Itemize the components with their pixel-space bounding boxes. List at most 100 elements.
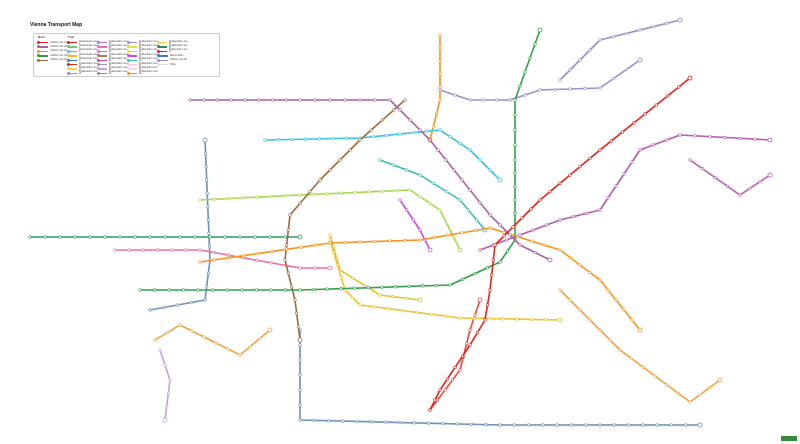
station-marker[interactable]: [713, 175, 717, 180]
station-marker[interactable]: [290, 137, 294, 142]
station-marker[interactable]: [226, 347, 230, 351]
station-marker[interactable]: [505, 249, 510, 253]
station-marker[interactable]: [458, 141, 462, 145]
station-marker[interactable]: [460, 354, 465, 358]
station-marker[interactable]: [388, 98, 392, 102]
station-marker[interactable]: [394, 189, 398, 193]
station-marker[interactable]: [483, 318, 487, 322]
station-marker[interactable]: [498, 423, 502, 427]
station-marker[interactable]: [212, 258, 217, 262]
station-marker[interactable]: [73, 235, 77, 239]
station-marker[interactable]: [148, 308, 152, 312]
station-marker[interactable]: [654, 103, 658, 107]
station-marker[interactable]: [352, 286, 357, 290]
station-marker[interactable]: [693, 134, 697, 138]
terminus-marker[interactable]: [637, 327, 643, 333]
station-marker[interactable]: [223, 235, 227, 239]
station-marker[interactable]: [268, 235, 272, 239]
station-marker[interactable]: [398, 132, 402, 136]
station-marker[interactable]: [513, 211, 517, 215]
station-marker[interactable]: [256, 251, 260, 256]
station-marker[interactable]: [138, 288, 142, 292]
tram-extra-0-route[interactable]: [154, 324, 271, 356]
station-marker[interactable]: [488, 288, 492, 292]
terminus-marker[interactable]: [457, 247, 463, 253]
station-marker[interactable]: [405, 168, 409, 172]
station-marker[interactable]: [501, 317, 505, 321]
station-marker[interactable]: [630, 357, 634, 361]
station-marker[interactable]: [313, 243, 318, 247]
station-marker[interactable]: [531, 228, 535, 232]
station-marker[interactable]: [568, 68, 572, 72]
terminus-marker[interactable]: [297, 234, 303, 240]
station-marker[interactable]: [285, 243, 289, 247]
station-marker[interactable]: [380, 285, 384, 289]
station-marker[interactable]: [206, 271, 210, 275]
station-marker[interactable]: [638, 28, 642, 32]
station-marker[interactable]: [373, 239, 377, 244]
station-marker[interactable]: [331, 136, 335, 141]
station-marker[interactable]: [641, 423, 645, 427]
station-marker[interactable]: [445, 221, 449, 225]
station-marker[interactable]: [205, 191, 209, 195]
station-marker[interactable]: [614, 298, 618, 302]
station-marker[interactable]: [155, 248, 160, 252]
station-marker[interactable]: [175, 303, 180, 307]
station-marker[interactable]: [630, 318, 634, 322]
terminus-marker[interactable]: [717, 377, 723, 383]
station-marker[interactable]: [538, 198, 542, 202]
station-marker[interactable]: [665, 21, 669, 25]
station-marker[interactable]: [491, 258, 495, 262]
station-marker[interactable]: [460, 231, 464, 235]
station-marker[interactable]: [473, 313, 477, 317]
station-marker[interactable]: [276, 138, 281, 142]
station-marker[interactable]: [391, 163, 395, 167]
station-marker[interactable]: [298, 418, 302, 422]
station-marker[interactable]: [88, 235, 92, 239]
station-marker[interactable]: [578, 58, 582, 62]
station-marker[interactable]: [545, 223, 549, 227]
station-marker[interactable]: [243, 98, 247, 102]
station-marker[interactable]: [350, 295, 355, 300]
station-marker[interactable]: [533, 250, 537, 255]
station-marker[interactable]: [418, 173, 422, 177]
station-marker[interactable]: [606, 196, 610, 200]
station-marker[interactable]: [688, 158, 692, 162]
station-marker[interactable]: [438, 128, 442, 132]
station-marker[interactable]: [446, 233, 450, 237]
station-marker[interactable]: [684, 423, 688, 427]
station-marker[interactable]: [328, 98, 332, 102]
station-marker[interactable]: [630, 160, 634, 164]
terminus-marker[interactable]: [537, 27, 543, 33]
station-marker[interactable]: [502, 234, 506, 238]
station-marker[interactable]: [295, 311, 299, 315]
station-marker[interactable]: [290, 285, 294, 289]
station-marker[interactable]: [460, 178, 464, 182]
station-marker[interactable]: [558, 248, 562, 252]
station-marker[interactable]: [452, 168, 456, 172]
station-marker[interactable]: [513, 98, 517, 102]
station-marker[interactable]: [358, 98, 362, 102]
tram-violet-route[interactable]: [399, 199, 431, 251]
station-marker[interactable]: [168, 378, 172, 382]
station-marker[interactable]: [367, 190, 371, 194]
terminus-marker[interactable]: [637, 57, 643, 63]
station-marker[interactable]: [515, 317, 519, 321]
terminus-marker[interactable]: [267, 327, 273, 333]
station-marker[interactable]: [468, 98, 472, 102]
station-marker[interactable]: [723, 135, 727, 140]
station-marker[interactable]: [558, 78, 562, 82]
station-marker[interactable]: [203, 151, 208, 155]
station-marker[interactable]: [285, 247, 289, 251]
station-marker[interactable]: [426, 421, 431, 425]
station-marker[interactable]: [270, 98, 275, 102]
station-marker[interactable]: [286, 228, 290, 232]
station-marker[interactable]: [438, 33, 442, 37]
attribution-badge[interactable]: [781, 436, 797, 441]
u3-route[interactable]: [199, 227, 641, 331]
station-marker[interactable]: [431, 181, 435, 185]
station-marker[interactable]: [141, 248, 145, 252]
station-marker[interactable]: [625, 31, 629, 35]
station-marker[interactable]: [478, 158, 482, 162]
station-marker[interactable]: [355, 419, 359, 424]
